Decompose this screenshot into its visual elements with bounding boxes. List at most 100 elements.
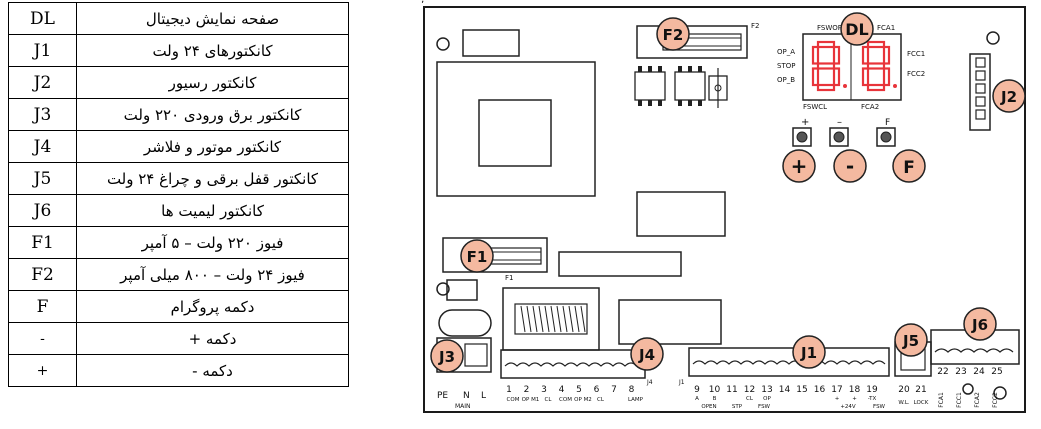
stop-label: STOP	[777, 62, 795, 70]
coil-winding	[568, 305, 574, 333]
legend-description: کانکتور موتور و فلاشر	[76, 130, 349, 163]
marker-f-label: F	[903, 158, 915, 178]
fswop-label: FSWOP	[817, 24, 842, 32]
j1-terminal-number: 12	[744, 385, 755, 395]
j4-terminal-function: COM	[507, 397, 520, 403]
connector-terminals	[692, 360, 886, 365]
mounting-hole	[436, 282, 450, 296]
j1-terminal-number: 13	[761, 385, 772, 395]
legend-code: DL	[8, 2, 77, 35]
display-segment	[811, 67, 820, 87]
marker-f1-label: F1	[467, 248, 488, 266]
coil-winding	[538, 305, 544, 333]
decimal-point	[843, 84, 847, 88]
marker-minus-label: -	[846, 154, 854, 178]
j4-terminal-function: COM	[559, 397, 572, 403]
j1-terminal-function: A	[695, 396, 699, 402]
coil-winding	[556, 305, 562, 333]
f1-small-label: F1	[505, 274, 513, 282]
j6-terminal-function: FCA1	[938, 392, 945, 408]
j1-terminal-number: 15	[796, 385, 807, 395]
j4-small-label: J4	[646, 379, 653, 386]
j1-terminal-number: 10	[709, 385, 721, 395]
display-segment	[811, 45, 820, 65]
minus-button[interactable]	[829, 127, 849, 147]
legend-description: کانکتور رسیور	[76, 66, 349, 99]
component-block	[558, 251, 682, 277]
legend-description: کانکتور برق ورودی ۲۲۰ ولت	[76, 98, 349, 131]
j4-connector	[500, 349, 646, 379]
legend-code: +	[8, 354, 77, 387]
marker-plus: +	[782, 149, 816, 183]
legend-description: صفحه نمایش دیجیتال	[76, 2, 349, 35]
plus-button[interactable]	[792, 127, 812, 147]
display-segment	[816, 40, 836, 49]
marker-f: F	[892, 149, 926, 183]
legend-code: J5	[8, 162, 77, 195]
j1-terminal-number: 19	[866, 385, 878, 395]
j4-terminal-number: 3	[541, 385, 547, 395]
marker-f2-label: F2	[663, 26, 684, 44]
coil-winding	[544, 305, 550, 333]
legend-description: کانکتور لیمیت ها	[76, 194, 349, 227]
j1-terminal-function: CL	[746, 396, 754, 402]
op-b-label: OP_B	[777, 76, 795, 84]
board-drawing: F2 FSWOP FCA1 FCC1 FCC2 OP_A STOP OP_B F…	[430, 12, 1026, 410]
marker-j1-label: J1	[800, 344, 817, 362]
j1-terminal-group: +24V	[840, 404, 856, 410]
marker-f2: F2	[656, 17, 690, 51]
component-block	[618, 299, 722, 345]
marker-j2: J2	[992, 79, 1026, 113]
display-segment	[866, 83, 886, 92]
j6-terminal-number: 23	[955, 367, 966, 377]
j4-terminal-function: CL	[545, 397, 553, 403]
j1-connector	[688, 347, 890, 377]
j5-terminal-number: 21	[915, 385, 926, 395]
marker-j6-label: J6	[971, 316, 988, 334]
mounting-hole	[436, 37, 450, 51]
marker-dl-label: DL	[845, 20, 868, 39]
legend-row: +دکمه -	[8, 354, 349, 387]
legend-code: -	[8, 322, 77, 355]
n-label: N	[463, 391, 470, 401]
legend-description: فیوز ۲۴ ولت – ۸۰۰ میلی آمپر	[76, 258, 349, 291]
j4-terminal-number: 8	[629, 385, 635, 395]
program-button[interactable]	[876, 127, 896, 147]
j4-terminal-number: 6	[594, 385, 600, 395]
op-a-label: OP_A	[777, 48, 795, 56]
component-block	[446, 279, 478, 301]
j6-terminal-function: FCC1	[956, 392, 963, 408]
j6-terminal-function: FCC2	[992, 392, 999, 408]
marker-plus-label: +	[791, 154, 808, 178]
display-segment	[861, 67, 870, 87]
pe-label: PE	[437, 391, 448, 401]
control-board: F2 FSWOP FCA1 FCC1 FCC2 OP_A STOP OP_B F…	[421, 0, 1026, 413]
legend-code: J6	[8, 194, 77, 227]
legend-code: F2	[8, 258, 77, 291]
capacitor-component	[708, 68, 728, 108]
connector-terminals	[934, 348, 1014, 353]
transformer-outline	[436, 61, 596, 197]
coil-winding	[580, 305, 586, 333]
legend-description: فیوز ۲۲۰ ولت – ۵ آمپر	[76, 226, 349, 259]
f-button-label: F	[885, 118, 890, 128]
display-segment	[861, 45, 870, 65]
j1-terminal-group: OPEN	[701, 404, 716, 410]
mounting-hole	[962, 383, 974, 395]
oval-component	[438, 309, 492, 337]
marker-j4: J4	[630, 337, 664, 371]
display-segment	[882, 45, 891, 65]
display-segment	[816, 83, 836, 92]
marker-j1: J1	[792, 335, 826, 369]
legend-description: کانکتور قفل برقی و چراغ ۲۴ ولت	[76, 162, 349, 195]
marker-f1: F1	[460, 239, 494, 273]
